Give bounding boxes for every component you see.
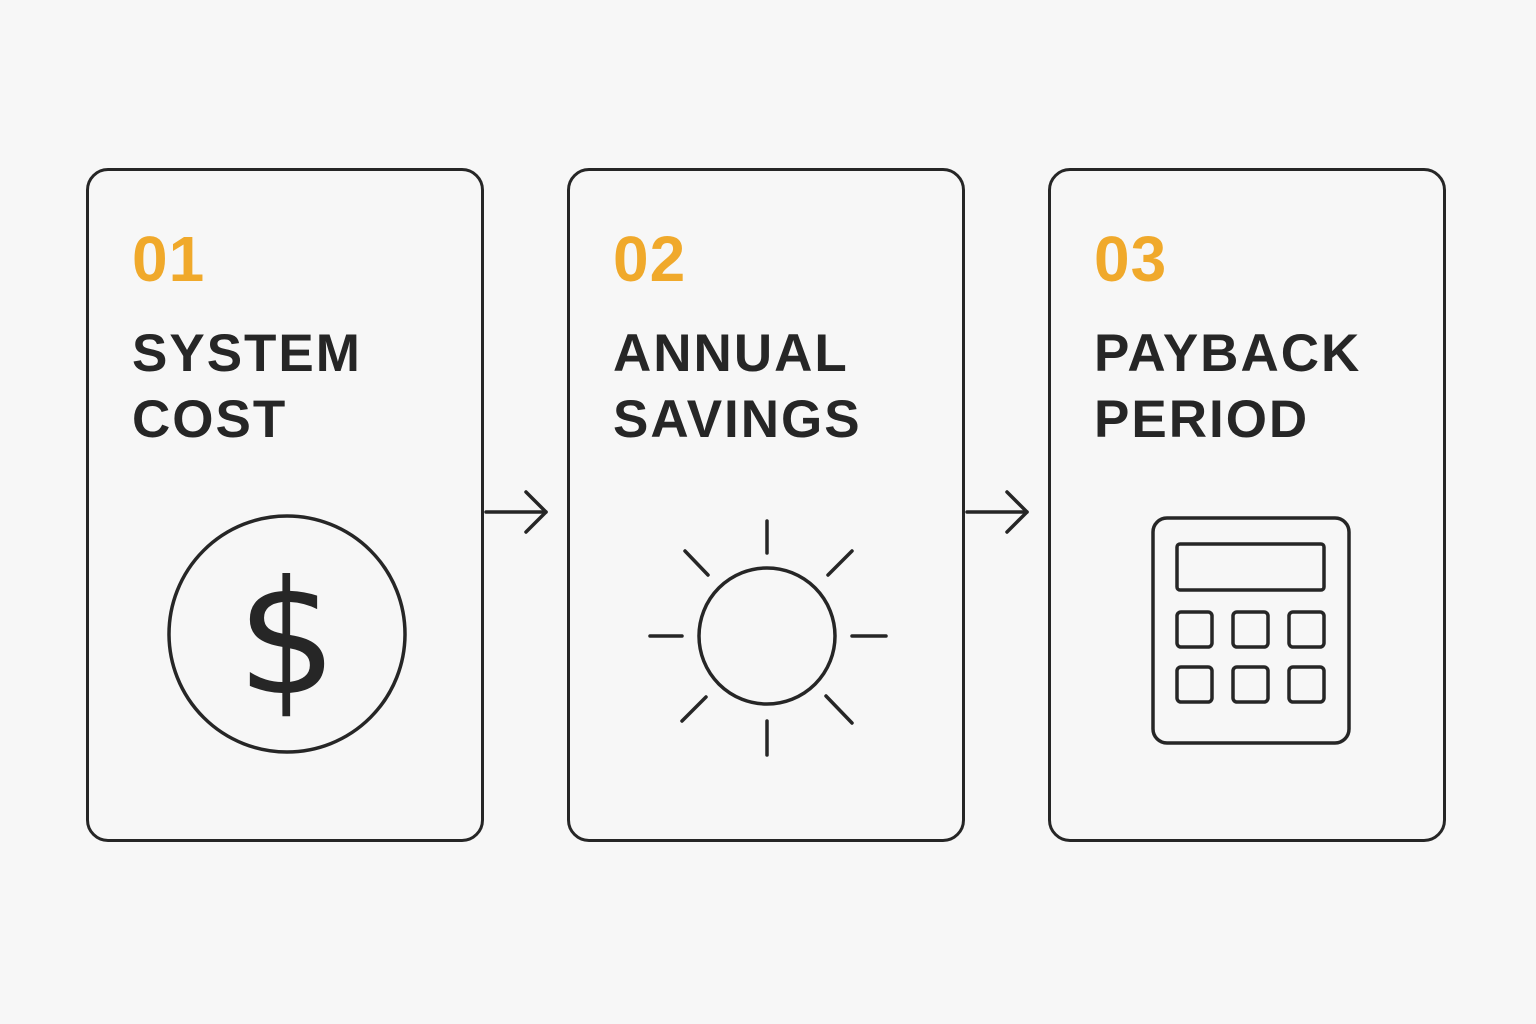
step-number: 01: [132, 223, 206, 295]
step-title-line: SYSTEM: [132, 324, 362, 383]
dollar-circle-icon: $: [167, 514, 407, 754]
step-title-line: PERIOD: [1094, 390, 1310, 449]
step-card-annual-savings: 02 ANNUAL SAVINGS: [567, 168, 965, 842]
svg-text:$: $: [237, 547, 338, 731]
step-card-system-cost: 01 SYSTEM COST $: [86, 168, 484, 842]
step-number: 02: [613, 223, 687, 295]
step-card-payback-period: 03 PAYBACK PERIOD: [1048, 168, 1446, 842]
step-title-line: COST: [132, 390, 288, 449]
arrow-right-icon: [965, 490, 1029, 534]
arrow-right-icon: [484, 490, 548, 534]
step-title-line: PAYBACK: [1094, 324, 1362, 383]
step-title-line: SAVINGS: [613, 390, 862, 449]
step-title-line: ANNUAL: [613, 324, 849, 383]
step-title: PAYBACK PERIOD: [1094, 321, 1361, 453]
calculator-icon: [1151, 516, 1351, 745]
step-title: SYSTEM COST: [132, 321, 362, 453]
step-number: 03: [1094, 223, 1168, 295]
step-title: ANNUAL SAVINGS: [613, 321, 862, 453]
sun-icon: [648, 519, 888, 757]
